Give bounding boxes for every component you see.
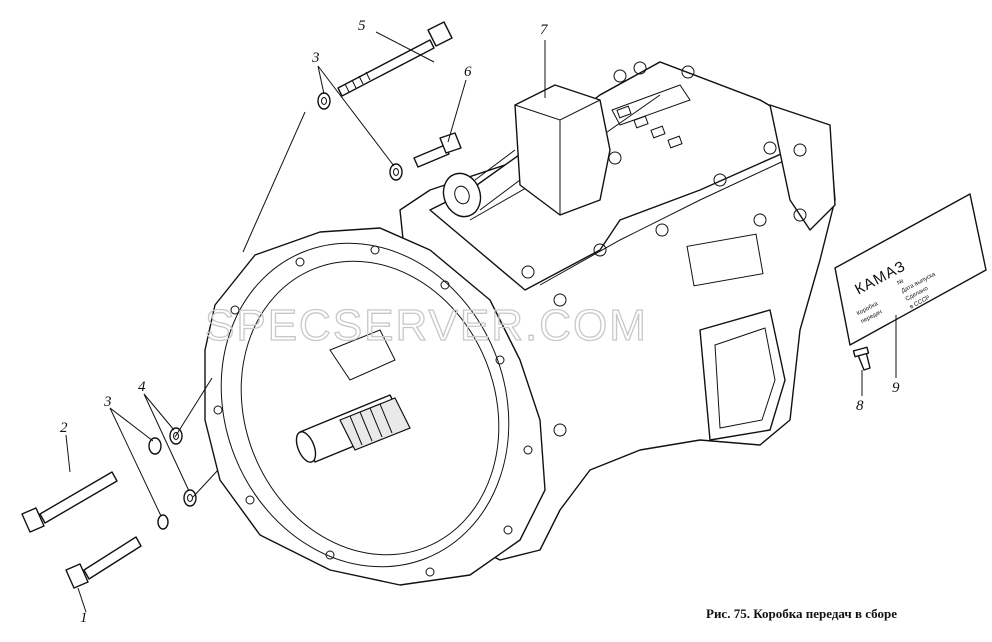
callout-1: 1 bbox=[80, 610, 88, 626]
figure-caption: Рис. 75. Коробка передач в сборе bbox=[706, 606, 898, 621]
callout-2: 2 bbox=[60, 420, 68, 436]
washer-3-4-lower-icon bbox=[148, 427, 197, 530]
callout-7: 7 bbox=[540, 22, 549, 38]
callout-5: 5 bbox=[358, 18, 366, 34]
callout-6: 6 bbox=[464, 64, 472, 80]
clutch-bell-housing bbox=[204, 227, 546, 586]
bolt-5-icon bbox=[337, 21, 453, 97]
callout-4: 4 bbox=[138, 379, 146, 395]
washer-3-top-icon bbox=[317, 92, 403, 181]
nameplate-line3: № bbox=[896, 277, 905, 286]
callout-8: 8 bbox=[856, 398, 864, 414]
bolt-1-icon bbox=[65, 536, 142, 589]
callout-3-lower: 3 bbox=[103, 394, 112, 410]
bolt-6-icon bbox=[413, 132, 462, 168]
bolt-2-icon bbox=[21, 471, 118, 533]
watermark-text: SPECSERVER.COM bbox=[205, 301, 648, 350]
screw-8-icon bbox=[852, 346, 871, 371]
nameplate: КАМАЗ Коробка передач № Дата выпуска Сде… bbox=[834, 193, 987, 346]
leader-lines bbox=[65, 31, 897, 613]
callout-3-top: 3 bbox=[311, 50, 320, 66]
callout-9: 9 bbox=[892, 380, 900, 396]
